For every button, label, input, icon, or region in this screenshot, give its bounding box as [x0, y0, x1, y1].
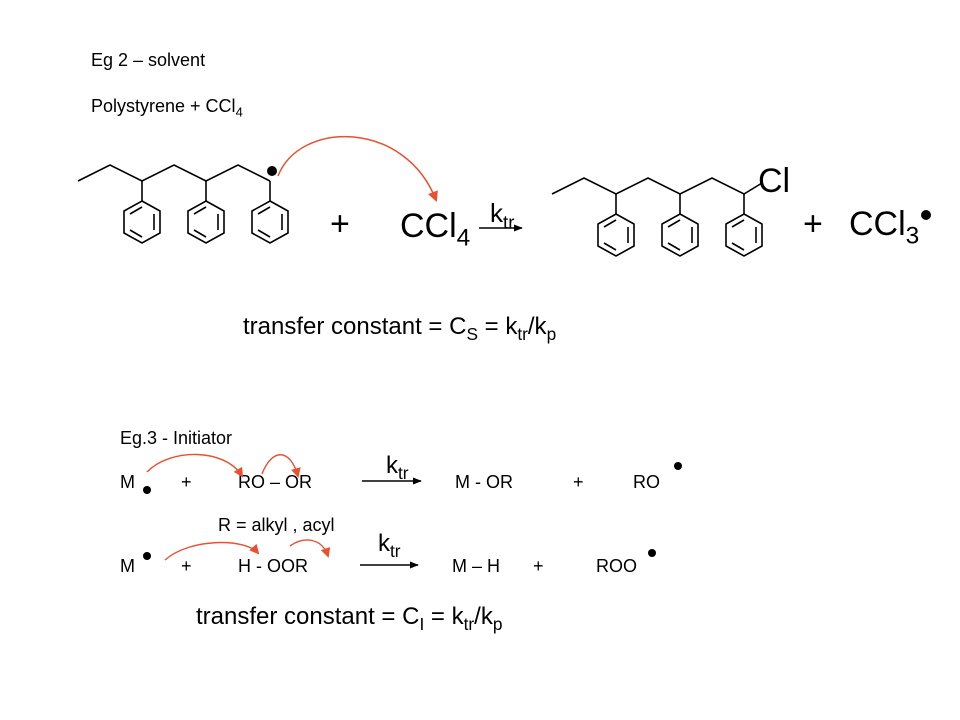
product-chlorine-label: Cl	[758, 162, 791, 200]
polymer-backbone-1	[77, 164, 271, 182]
curved-arrow-icon	[289, 539, 331, 558]
row2-hydroperoxide: H - OOR	[238, 556, 308, 576]
polystyrene-chloride-structure	[551, 177, 763, 257]
radical-dot-icon	[143, 552, 151, 560]
benzene-ring-icon	[661, 213, 699, 257]
radical-dot-icon	[921, 210, 931, 220]
row1-radical: RO	[633, 472, 660, 492]
plus-sign-1: +	[330, 205, 350, 243]
r-definition-note: R = alkyl , acyl	[218, 515, 335, 535]
plus-sign-2: +	[803, 205, 823, 243]
transfer-constant-solvent: transfer constant = CS = ktr/kp	[243, 313, 557, 345]
row1-rate-constant: ktr	[386, 452, 409, 484]
benzene-ring-icon	[123, 200, 161, 244]
benzene-ring-icon	[725, 213, 763, 257]
transfer-constant-initiator: transfer constant = CI = ktr/kp	[196, 603, 503, 635]
reagent-ccl4: CCl4	[400, 207, 471, 252]
row1-plus2: +	[573, 472, 584, 492]
row2-plus1: +	[181, 556, 192, 576]
radical-dot-icon	[143, 486, 151, 494]
row1-plus1: +	[181, 472, 192, 492]
benzene-ring-icon	[251, 200, 289, 244]
curved-arrow-icon	[164, 541, 260, 561]
row2-rate-constant: ktr	[378, 530, 401, 562]
radical-dot-icon	[674, 462, 682, 470]
row1-product: M - OR	[455, 472, 513, 492]
curved-arrow-icon	[261, 454, 301, 478]
benzene-ring-icon	[187, 200, 225, 244]
radical-dot-icon	[267, 166, 277, 176]
row2-product: M – H	[452, 556, 501, 576]
row2-radical: ROO	[596, 556, 638, 576]
row1-monomer: M	[120, 472, 135, 492]
example3-title: Eg.3 - Initiator	[120, 428, 233, 448]
example2-title: Eg 2 – solvent	[91, 50, 206, 70]
curved-arrow-icon	[277, 135, 438, 202]
row2-plus2: +	[533, 556, 544, 576]
benzene-ring-icon	[597, 213, 635, 257]
polystyrene-radical-structure	[77, 164, 289, 244]
row2-monomer: M	[120, 556, 135, 576]
curved-arrow-icon	[146, 453, 244, 478]
rate-constant-label: ktr	[490, 198, 515, 233]
example2-subtitle: Polystyrene + CCl4	[91, 96, 243, 120]
product-ccl3: CCl3	[849, 205, 920, 250]
radical-dot-icon	[648, 549, 656, 557]
